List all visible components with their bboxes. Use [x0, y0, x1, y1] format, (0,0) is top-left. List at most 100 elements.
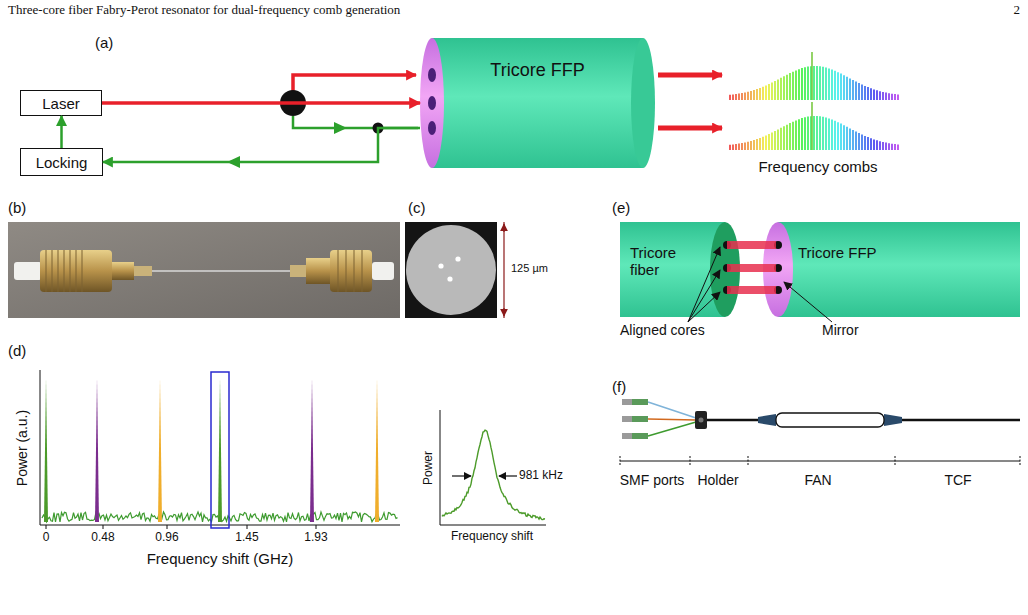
fan-out-device: [758, 414, 776, 426]
fiber-cross-section: [503, 270, 504, 316]
comb-line: [811, 102, 813, 150]
comb-line: [750, 91, 751, 100]
comb-line: [873, 89, 874, 100]
fan-out-device: [622, 416, 632, 422]
comb-line: [780, 78, 781, 100]
section-label: FAN: [804, 472, 831, 488]
comb-line: [762, 87, 763, 100]
signal-connector: [102, 101, 420, 105]
fan-out-device: [620, 456, 1020, 466]
comb-line: [855, 82, 856, 101]
fan-out-device: [632, 399, 648, 405]
comb-line: [792, 72, 793, 100]
comb-line: [729, 95, 730, 100]
comb-line: [843, 75, 844, 100]
comb-line: [852, 80, 853, 100]
comb-line: [819, 66, 820, 100]
instrument-box: Locking: [20, 148, 103, 176]
resonator-cylinder-outline: [420, 38, 444, 168]
fiber-photo: [14, 262, 42, 280]
comb-line: [811, 52, 813, 100]
callout-label: Mirror: [822, 322, 859, 338]
comb-line: [804, 117, 805, 150]
comb-line: [828, 68, 829, 100]
comb-line: [729, 145, 730, 150]
comb-line: [738, 144, 739, 150]
comb-line: [813, 116, 814, 150]
node-text: Laser: [42, 95, 80, 112]
comb-line: [762, 137, 763, 150]
comb-line: [882, 92, 883, 100]
comb-line: [801, 68, 802, 100]
comb-line: [897, 95, 898, 101]
comb-line: [873, 139, 874, 150]
comb-line: [846, 127, 847, 150]
section-label: TCF: [944, 472, 971, 488]
fiber-photo: [150, 270, 292, 271]
axis-title: Power (a.u.): [14, 410, 30, 486]
spectrum-plot: [218, 378, 222, 522]
comb-line: [879, 141, 880, 150]
comb-line: [879, 91, 880, 100]
tick-label: 0.96: [155, 531, 178, 545]
comb-line: [864, 86, 865, 100]
comb-line: [867, 137, 868, 150]
comb-line: [840, 74, 841, 100]
comb-line: [813, 66, 814, 100]
panel-letter: (c): [408, 199, 426, 216]
tick-label: 0.48: [91, 531, 114, 545]
comb-line: [780, 128, 781, 150]
comb-line: [789, 123, 790, 150]
resonator-cylinder-outline: [428, 68, 436, 82]
comb-line: [744, 142, 745, 150]
comb-line: [894, 94, 895, 100]
tick-label: 0: [43, 531, 50, 545]
spectrum-plot: [46, 525, 316, 529]
node-text: Tricore FFP: [798, 244, 878, 261]
comb-line: [840, 124, 841, 150]
fiber-photo: [290, 265, 306, 277]
comb-line: [771, 83, 772, 100]
comb-line: [786, 125, 787, 150]
fiber-segment-outline: [723, 286, 731, 294]
fiber-cross-section: [503, 224, 504, 270]
comb-line: [738, 94, 739, 100]
fiber-segment: Tricore fiber: [620, 222, 742, 317]
comb-line: [861, 85, 862, 101]
fan-out-device: [699, 418, 704, 423]
comb-line: [807, 117, 808, 150]
panel-letter: (b): [8, 199, 26, 216]
spectrum-plot: [95, 378, 99, 522]
comb-line: [876, 90, 877, 100]
signal-connector: [103, 128, 420, 162]
resonator-segment-outline: [774, 241, 782, 249]
spectrum-plot: [40, 370, 400, 525]
comb-line: [852, 130, 853, 150]
comb-line: [756, 89, 757, 100]
resonator-cylinder-outline: [432, 38, 643, 168]
comb-line: [759, 88, 760, 100]
page-number: 2: [1014, 3, 1021, 18]
comb-line: [777, 129, 778, 150]
comb-line: [843, 125, 844, 150]
comb-line: [834, 121, 835, 150]
comb-line: [855, 132, 856, 151]
fan-out-device: [776, 413, 884, 427]
setup-optics: [373, 123, 384, 134]
comb-line: [870, 88, 871, 100]
comb-line: [885, 143, 886, 150]
comb-line: [783, 76, 784, 100]
fan-out-device: [648, 419, 696, 420]
comb-line: [894, 144, 895, 150]
resonator-segment: Tricore FFP: [750, 222, 1020, 317]
fan-out-device: [620, 461, 1020, 462]
setup-optics: [334, 122, 347, 134]
dimension: 125 µm: [511, 262, 548, 275]
comb-line: [885, 93, 886, 100]
comb-line: [777, 79, 778, 100]
fiber-cross-section: [405, 222, 497, 318]
comb-line: [750, 141, 751, 150]
resonator-cylinder-outline: [631, 38, 655, 168]
setup-optics: [227, 156, 240, 168]
